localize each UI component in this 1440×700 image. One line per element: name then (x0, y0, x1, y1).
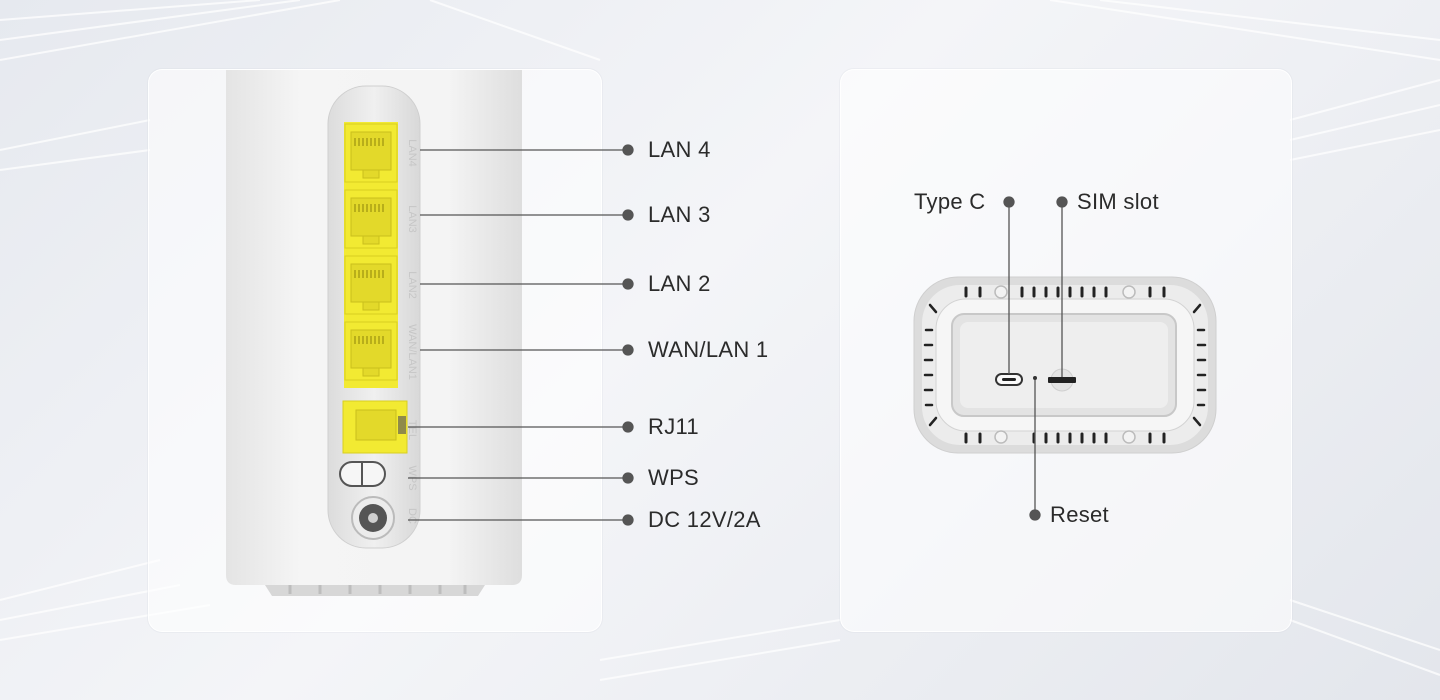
callout-reset: Reset (1050, 502, 1109, 527)
silkscreen-label-0: LAN4 (406, 139, 418, 167)
callout-lan3: LAN 3 (648, 202, 711, 227)
reset-hole-shape (1033, 376, 1037, 380)
callout-type-c: Type C (914, 189, 986, 214)
router-bottom (913, 276, 1217, 454)
silkscreen-label-3: WAN/LAN1 (406, 324, 418, 380)
callout-lan4: LAN 4 (648, 137, 711, 162)
lan3-port (344, 189, 398, 249)
bottom-leaders (1003, 196, 1068, 521)
silkscreen-label-1: LAN3 (406, 205, 418, 233)
back-leaders (408, 144, 634, 526)
callout-wps: WPS (648, 465, 700, 490)
callout-rj11: RJ11 (648, 414, 699, 439)
callout-sim-slot: SIM slot (1077, 189, 1159, 214)
sim-slot-shape (1048, 377, 1076, 383)
callout-dc: DC 12V/2A (648, 507, 761, 532)
callout-lan2: LAN 2 (648, 271, 711, 296)
lan4-port (344, 123, 398, 183)
lan2-port (344, 255, 398, 315)
silkscreen-label-2: LAN2 (406, 271, 418, 299)
silkscreen-label-4: TEL (406, 420, 418, 440)
callout-wan-lan1: WAN/LAN 1 (648, 337, 769, 362)
wan-lan1-port (344, 321, 398, 381)
silkscreen-label-6: DC (406, 508, 418, 524)
